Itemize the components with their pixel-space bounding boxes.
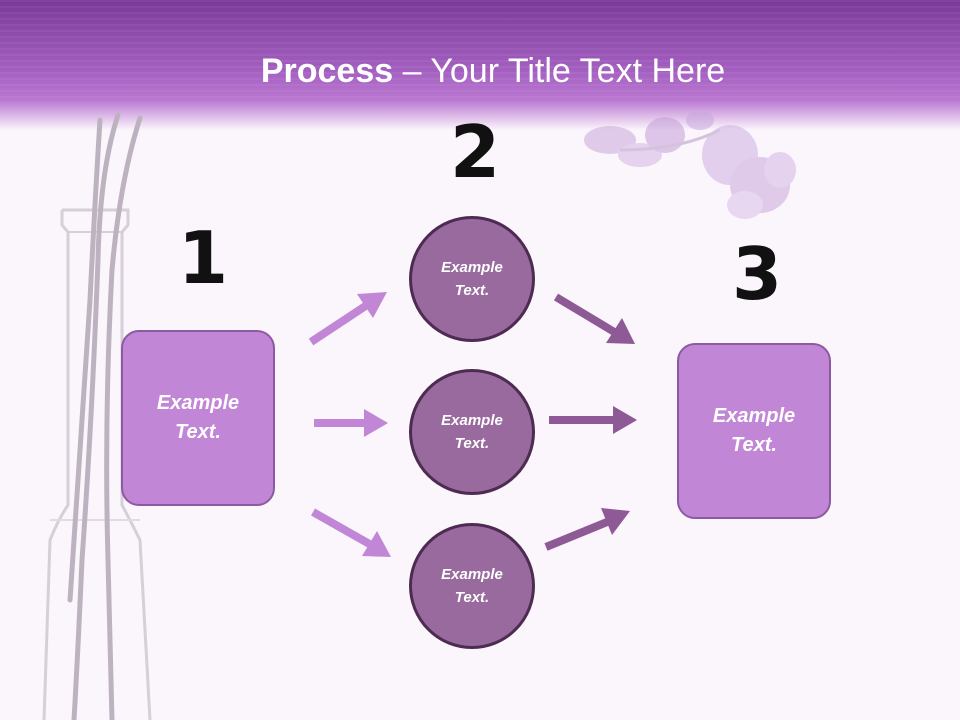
banner-stripes xyxy=(0,0,960,100)
orchid-stems-icon xyxy=(67,112,143,720)
step-number-2: 2 xyxy=(450,110,501,194)
step-number-3: 3 xyxy=(732,232,783,316)
arrow-top-to-3 xyxy=(553,293,635,344)
step-1-text: Example Text. xyxy=(156,392,240,443)
orchid-flowers-icon xyxy=(584,110,796,219)
title-rest: – Your Title Text Here xyxy=(393,52,726,90)
step-2-circle-top: Example Text. xyxy=(409,216,535,342)
step-2-circle-bottom: Example Text. xyxy=(409,523,535,649)
step-1-box: Example Text. xyxy=(121,330,275,506)
step-3-box: Example Text. xyxy=(677,343,831,519)
step-3-text: Example Text. xyxy=(712,405,796,456)
arrow-1-to-top xyxy=(308,292,387,346)
arrow-1-to-bottom xyxy=(311,508,391,557)
step-number-1: 1 xyxy=(178,216,229,300)
arrow-middle-to-3 xyxy=(549,406,637,434)
title-bold: Process xyxy=(260,52,394,90)
circle-bottom-text: Example Text. xyxy=(441,566,503,606)
arrow-bottom-to-3 xyxy=(544,508,630,551)
title-banner xyxy=(0,0,960,130)
arrow-1-to-middle xyxy=(314,409,388,437)
slide-title: Process – Your Title Text Here xyxy=(0,52,960,91)
step-2-circle-middle: Example Text. xyxy=(409,369,535,495)
circle-top-text: Example Text. xyxy=(441,259,503,299)
circle-middle-text: Example Text. xyxy=(441,412,503,452)
